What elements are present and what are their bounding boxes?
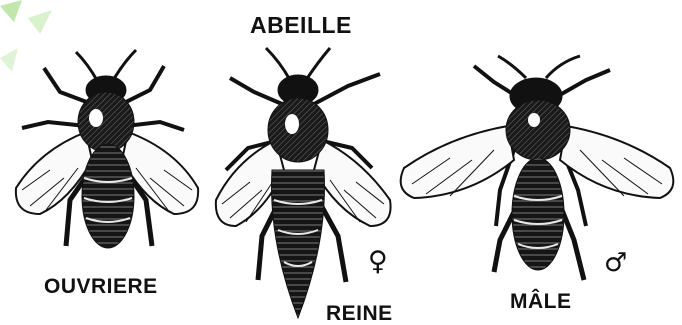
drone-caste-label: MÂLE: [510, 290, 572, 314]
watermark-mark: [0, 0, 52, 72]
queen-bee-drawing: [216, 48, 391, 318]
worker-caste-label: OUVRIERE: [44, 275, 158, 299]
queen-caste-label: REINE: [326, 302, 393, 325]
worker-bee-drawing: [16, 50, 198, 248]
male-symbol-icon: ♂: [604, 250, 627, 276]
diagram-title: ABEILLE: [250, 12, 352, 39]
drone-bee-drawing: [401, 56, 674, 280]
female-symbol-icon: ♀: [368, 248, 388, 275]
